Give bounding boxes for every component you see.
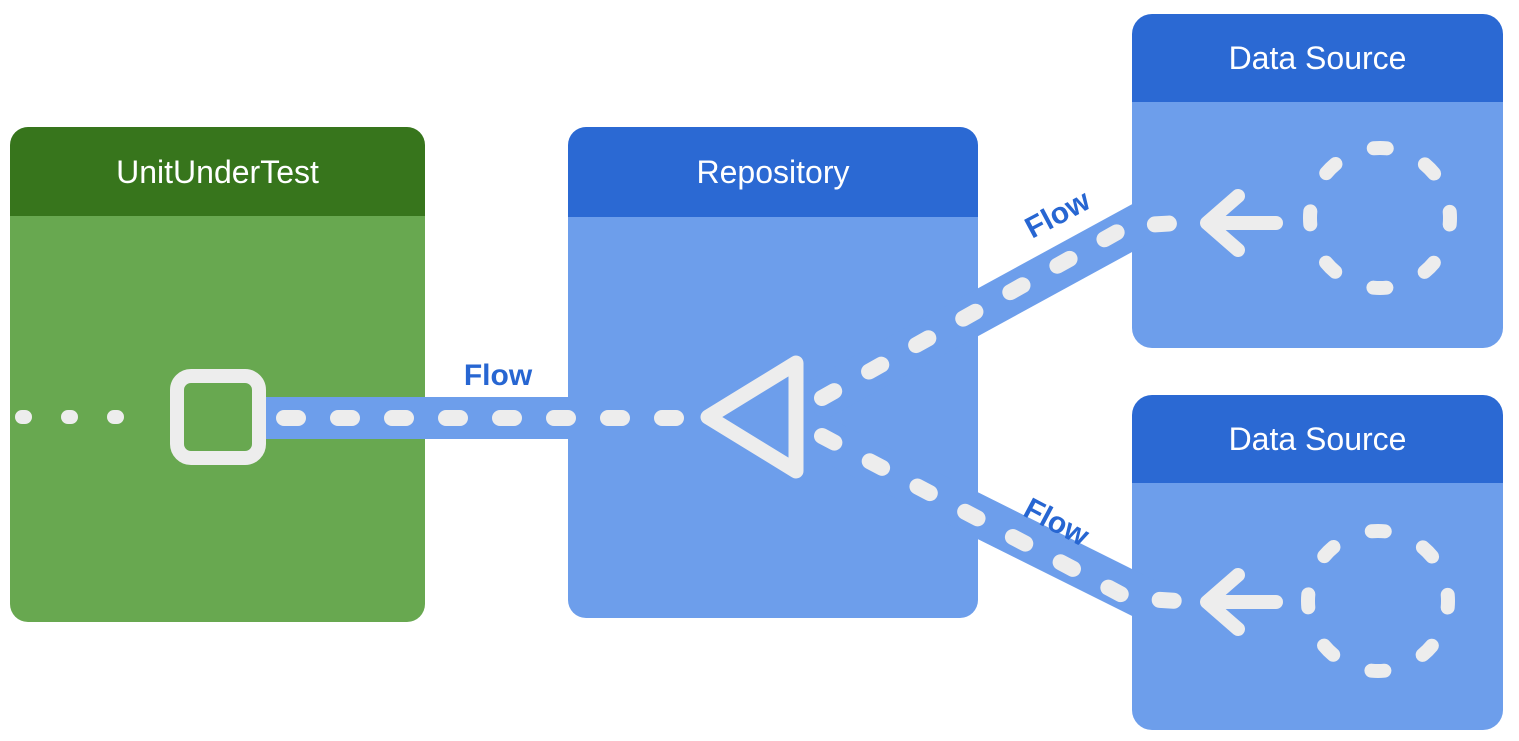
node-repository: Repository (568, 127, 978, 618)
node-title-data-source-top: Data Source (1228, 40, 1407, 76)
node-header-data-source-top: Data Source (1132, 14, 1503, 102)
flow-label-repository-to-unit: Flow (463, 359, 533, 392)
node-title-unit-under-test: UnitUnderTest (116, 153, 319, 190)
node-header-unit-under-test: UnitUnderTest (10, 127, 425, 216)
node-body-data-source-top (1132, 102, 1503, 348)
node-body-repository (568, 217, 978, 618)
node-body-data-source-bottom (1132, 483, 1503, 730)
node-body-unit-under-test (10, 216, 425, 622)
flow-label-top-source-to-repository: Flow (1019, 183, 1096, 246)
node-unit-under-test: UnitUnderTest (10, 127, 425, 622)
node-title-repository: Repository (696, 154, 850, 190)
node-header-data-source-bottom: Data Source (1132, 395, 1503, 483)
node-data-source-bottom: Data Source (1132, 395, 1503, 730)
node-data-source-top: Data Source (1132, 14, 1503, 348)
flow-label-bottom-source-to-repository: Flow (1018, 491, 1095, 554)
node-header-repository: Repository (568, 127, 978, 217)
node-title-data-source-bottom: Data Source (1228, 421, 1407, 457)
